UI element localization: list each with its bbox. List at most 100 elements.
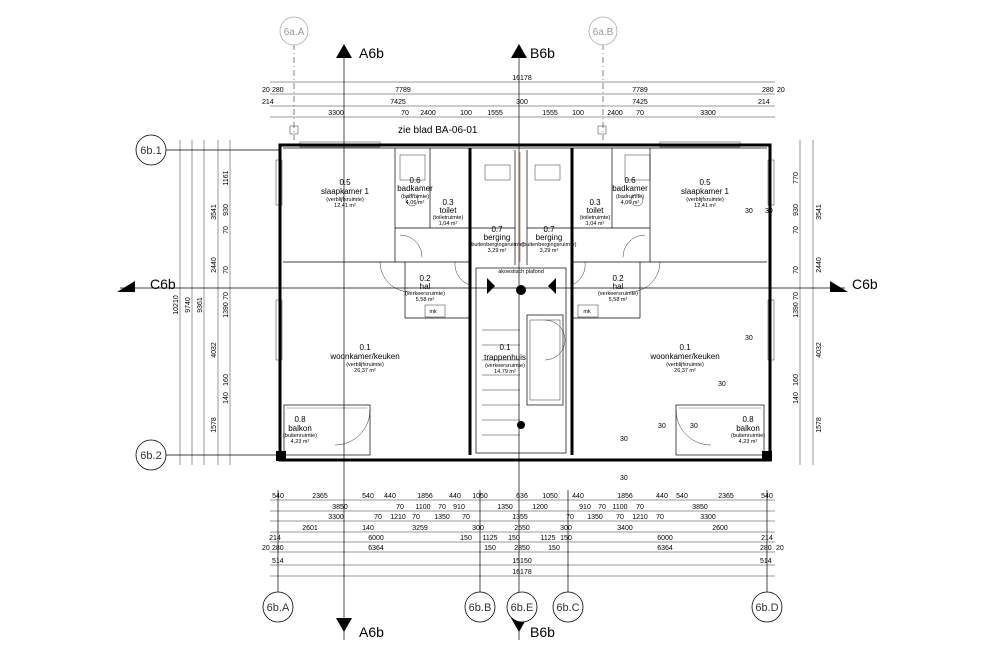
room-area: 4,06 m² xyxy=(406,200,425,206)
room-name: woonkamer/keuken xyxy=(329,352,399,361)
dim-bot-r1-0: 540 xyxy=(272,493,284,500)
dim-top-r3-8: 70 xyxy=(636,110,644,117)
tag-30: 30 xyxy=(690,423,698,430)
room-num: 0.3 xyxy=(589,198,601,207)
walls xyxy=(276,143,772,462)
dim-bot-r2-2: 1100 xyxy=(415,504,430,511)
dim-top-r1-5: 20 xyxy=(777,87,785,94)
room-badkamer-right: 0.6 badkamer (badruimte) 4,06 m² xyxy=(612,176,648,206)
dim-right-a2: 4032 xyxy=(816,342,823,358)
dim-top-r3-4: 1555 xyxy=(487,110,503,117)
room-badkamer-left: 0.6 badkamer (badruimte) 4,06 m² xyxy=(397,176,433,206)
dim-bot-r7-1: 15150 xyxy=(512,558,532,565)
dim-top-r2-3: 7425 xyxy=(632,99,648,106)
room-num: 0.5 xyxy=(699,178,711,187)
dim-left-b1: 2440 xyxy=(211,257,218,273)
dim-left-c4: 1390 xyxy=(223,302,230,318)
dim-bot-r7-0: 514 xyxy=(272,558,284,565)
dim-bot-r4-7: 2600 xyxy=(712,525,728,532)
room-name: woonkamer/keuken xyxy=(649,352,719,361)
tag-30: 30 xyxy=(658,423,666,430)
dim-right-b5: 70 xyxy=(793,292,800,300)
dim-top-r2-0: 214 xyxy=(262,99,274,106)
dim-bot-r1-8: 1050 xyxy=(542,493,558,500)
grid-label-6bA: 6b.A xyxy=(267,602,290,614)
room-name: hal xyxy=(420,282,431,291)
dim-right-b6: 160 xyxy=(793,374,800,386)
dim-bot-r2-4: 910 xyxy=(453,504,465,511)
dim-left-c6: 160 xyxy=(223,374,230,386)
room-name: balkon xyxy=(736,424,760,433)
section-label-b6b-bottom: B6b xyxy=(530,624,555,640)
grid-label-6aB: 6a.B xyxy=(593,27,614,38)
room-balkon-right: 0.8 balkon (buitenruimte) 4,23 m² xyxy=(731,415,765,445)
plafond-label: akoestisch plafond xyxy=(498,269,544,275)
dim-bot-r6-7: 280 xyxy=(760,545,772,552)
section-arrow-c6b-left xyxy=(117,281,135,292)
section-label-c6b-left: C6b xyxy=(150,276,176,292)
room-name: toilet xyxy=(440,206,458,215)
room-area: 4,06 m² xyxy=(621,200,640,206)
dim-top-r3-5: 1555 xyxy=(542,110,558,117)
section-arrow-a6b-top xyxy=(336,44,352,58)
meterkast-right: mk xyxy=(583,309,591,315)
dim-left-b0: 3541 xyxy=(211,204,218,220)
dim-top-r3-9: 3300 xyxy=(700,110,716,117)
windows xyxy=(275,125,775,361)
tag-30: 30 xyxy=(745,208,753,215)
room-berging-right: 0.7 berging (buitenbergingsruimte) 3,29 … xyxy=(521,225,576,254)
dim-bot-r3-9: 70 xyxy=(616,514,624,521)
room-num: 0.5 xyxy=(339,178,351,187)
room-area: 5,58 m² xyxy=(609,297,628,303)
tags: 30 30 30 30 30 30 30 30 xyxy=(620,208,773,482)
dim-top-r2-1: 7425 xyxy=(390,99,406,106)
dim-bot-r6-2: 6364 xyxy=(368,545,384,552)
dim-bot-r4-3: 300 xyxy=(472,525,484,532)
room-area: 4,23 m² xyxy=(291,439,310,445)
tag-30: 30 xyxy=(718,381,726,388)
room-hal-right: 0.2 hal (verkeersruimte) 5,58 m² xyxy=(598,274,638,303)
room-sub: (badruimte) xyxy=(616,194,644,200)
section-arrow-b6b-top xyxy=(511,44,527,58)
dim-bot-r5-2: 150 xyxy=(460,535,472,542)
room-sub: (verblijfsruimte) xyxy=(666,362,704,368)
dim-bot-r2-11: 3850 xyxy=(692,504,708,511)
room-name: berging xyxy=(536,233,563,242)
dim-left-c5: 70 xyxy=(223,292,230,300)
room-toilet-left: 0.3 toilet (toiletruimte) 1,04 m² xyxy=(433,198,464,227)
dim-left-b3: 1578 xyxy=(211,417,218,433)
room-area: 3,29 m² xyxy=(488,248,507,254)
dim-top-r3-3: 100 xyxy=(460,110,472,117)
room-sub: (badruimte) xyxy=(401,194,429,200)
room-num: 0.7 xyxy=(491,225,503,234)
room-name: hal xyxy=(613,282,624,291)
fixtures xyxy=(399,154,651,429)
dim-right-b7: 140 xyxy=(793,392,800,404)
dim-bot-r6-8: 20 xyxy=(776,545,784,552)
dim-right-a1: 2440 xyxy=(816,257,823,273)
room-trappenhuis: 0.1 trappenhuis (verkeersruimte) 14,79 m… xyxy=(484,343,526,375)
room-num: 0.6 xyxy=(624,176,636,185)
room-num: 0.8 xyxy=(742,415,754,424)
dim-bot-r4-0: 2601 xyxy=(302,525,318,532)
room-name: trappenhuis xyxy=(484,353,526,362)
dim-top-r1-2: 7789 xyxy=(395,87,411,94)
room-sub: (toiletruimte) xyxy=(580,215,611,221)
grid-label-6aA: 6a.A xyxy=(284,27,305,38)
dim-left-b2: 4032 xyxy=(211,342,218,358)
dim-left-a0: 10210 xyxy=(173,295,180,315)
dim-bot-r2-0: 3850 xyxy=(332,504,348,511)
dim-bot-r4-2: 3259 xyxy=(412,525,428,532)
dim-top-r2-4: 214 xyxy=(758,99,770,106)
room-sub: (verkeersruimte) xyxy=(405,291,445,297)
dim-bot-r1-7: 636 xyxy=(516,493,528,500)
grid-label-6b1: 6b.1 xyxy=(140,145,161,157)
dim-bot-r7-2: 514 xyxy=(760,558,772,565)
dim-bot-r4-4: 2550 xyxy=(514,525,530,532)
section-label-c6b-right: C6b xyxy=(852,276,878,292)
grid-label-6b2: 6b.2 xyxy=(140,450,161,462)
dim-bot-r3-0: 3300 xyxy=(328,514,344,521)
reference-note: zie blad BA-06-01 xyxy=(398,125,478,136)
room-num: 0.7 xyxy=(543,225,555,234)
room-num: 0.6 xyxy=(409,176,421,185)
